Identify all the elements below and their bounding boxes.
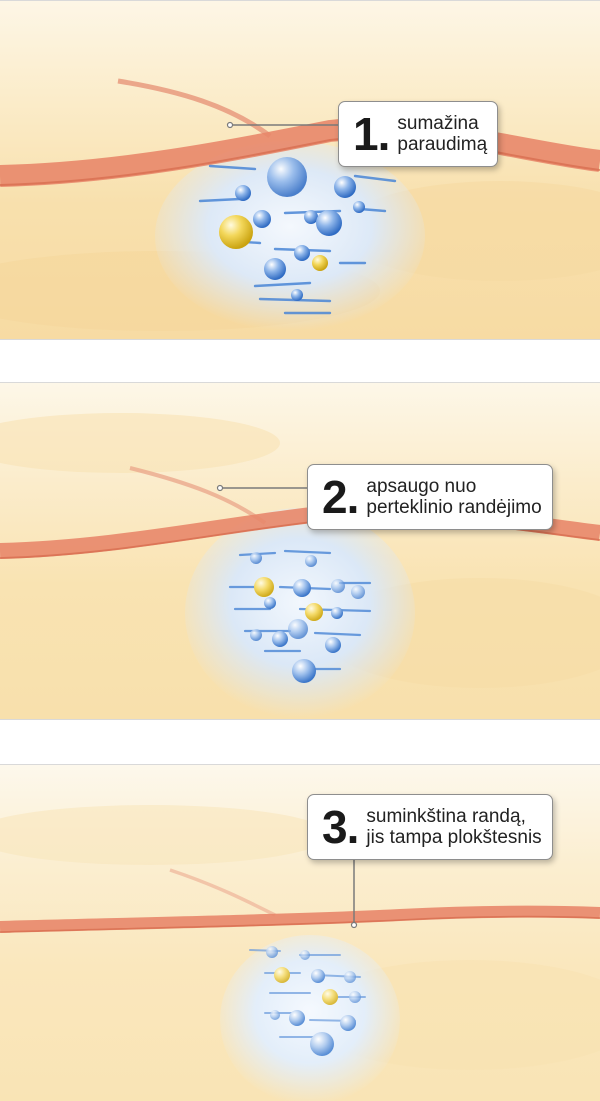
- step-line: perteklinio randėjimo: [366, 497, 542, 518]
- step-callout-3: 3. suminkština randą, jis tampa plokštes…: [307, 794, 553, 860]
- step-panel-3: 3. suminkština randą, jis tampa plokštes…: [0, 764, 600, 1101]
- step-description: suminkština randą, jis tampa plokštesnis: [366, 806, 541, 848]
- branch-vessel: [129, 466, 267, 525]
- gel-area: [185, 508, 415, 718]
- bubbles: [266, 946, 361, 1056]
- step-description: apsaugo nuo perteklinio randėjimo: [366, 476, 541, 518]
- bubbles: [250, 552, 365, 683]
- callout-pointer-dot: [350, 921, 358, 929]
- skin-shading: [0, 413, 280, 473]
- branch-vessel: [169, 868, 276, 917]
- main-vessel-edge: [0, 915, 600, 933]
- main-vessel-edge: [0, 137, 600, 186]
- step-callout-1: 1. sumažina paraudimą: [338, 101, 499, 167]
- step-line: sumažina: [397, 113, 479, 134]
- gel-area: [220, 935, 400, 1101]
- step-number: 1.: [353, 108, 390, 160]
- bubbles: [219, 157, 365, 301]
- skin-illustration-1: [0, 1, 600, 339]
- step-description: sumažina paraudimą: [397, 113, 487, 155]
- branch-vessel: [117, 78, 272, 139]
- skin-shading: [0, 805, 330, 865]
- main-vessel: [0, 905, 600, 933]
- step-callout-2: 2. apsaugo nuo perteklinio randėjimo: [307, 464, 553, 530]
- step-panel-1: 1. sumažina paraudimą: [0, 0, 600, 340]
- step-line: paraudimą: [397, 134, 488, 155]
- skin-illustration-2: [0, 383, 600, 719]
- step-line: jis tampa plokštesnis: [366, 827, 542, 848]
- callout-pointer-dot: [216, 484, 224, 492]
- step-number: 2.: [322, 471, 359, 523]
- callout-pointer-dot: [226, 121, 234, 129]
- step-line: suminkština randą,: [366, 806, 526, 827]
- step-line: apsaugo nuo: [366, 476, 477, 497]
- main-vessel: [0, 118, 600, 187]
- step-number: 3.: [322, 801, 359, 853]
- step-panel-2: 2. apsaugo nuo perteklinio randėjimo: [0, 382, 600, 720]
- gel-area: [155, 141, 425, 331]
